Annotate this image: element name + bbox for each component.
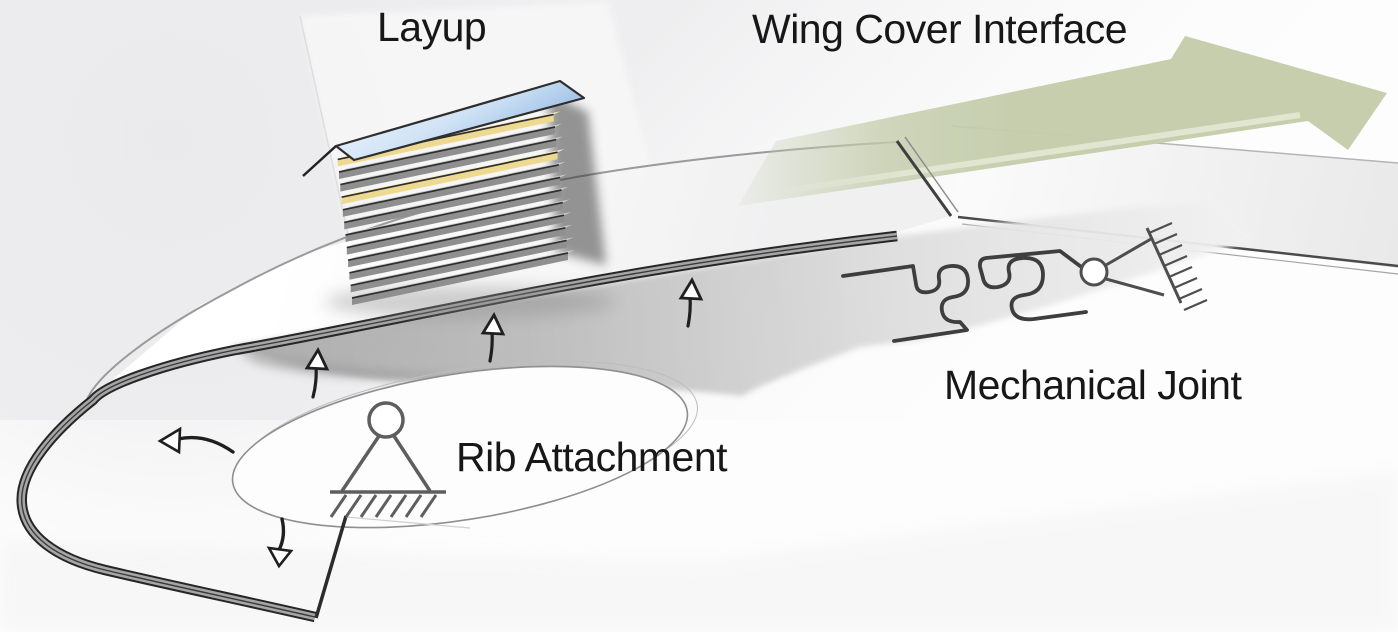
green-arrow-icon xyxy=(738,36,1387,206)
lower-skin-cut-edge xyxy=(314,515,348,619)
support-leg-right xyxy=(392,435,432,492)
labels: Layup Wing Cover Interface Mechanical Jo… xyxy=(377,4,1243,480)
layup-ply-gray xyxy=(338,126,556,173)
inner-skin-surface xyxy=(230,201,1255,396)
layup-ply-gray xyxy=(342,163,560,211)
puzzle-joint-right-piece xyxy=(977,249,1088,322)
layup-ply-gray xyxy=(340,138,557,186)
panel-seam xyxy=(895,136,959,217)
background-shading-bottom xyxy=(0,470,1398,632)
layup-ply-gray xyxy=(344,176,561,224)
layup-ply-yellow xyxy=(341,152,558,205)
support-wall-hatching xyxy=(1148,221,1208,312)
layup-ply-gray xyxy=(344,177,561,230)
layup-ply-gray xyxy=(347,214,565,262)
cover-panel-surface xyxy=(952,126,1398,268)
pinned-support-right xyxy=(1079,221,1208,312)
layup-plies xyxy=(337,111,575,305)
top-skin-surface xyxy=(88,141,951,401)
label-mechanical-joint: Mechanical Joint xyxy=(944,362,1242,408)
pinned-support-bottom xyxy=(329,401,446,518)
layup-ply-gray xyxy=(349,226,566,274)
layup-ply-gray xyxy=(349,227,566,280)
up-arrow-icon-3 xyxy=(678,277,704,328)
down-arrow-icon xyxy=(266,517,294,569)
layup-ply-gray xyxy=(345,190,562,242)
support-leg-left xyxy=(340,435,381,492)
layup-ply-gray xyxy=(339,127,555,179)
layup-ply-gray xyxy=(346,202,563,255)
layup-ply-gray xyxy=(345,189,562,236)
layup-ply-gray xyxy=(348,215,565,268)
up-arrow-icon-1 xyxy=(304,347,330,399)
laminate-band-midline xyxy=(21,235,898,618)
up-arrow-icon-2 xyxy=(480,312,506,363)
layup-ply-gray xyxy=(350,240,567,293)
label-wing-cover-interface: Wing Cover Interface xyxy=(752,6,1127,52)
label-rib-attachment: Rib Attachment xyxy=(456,434,728,480)
layup-ply-yellow xyxy=(341,151,558,199)
curved-left-arrow-icon xyxy=(157,426,235,455)
layup-ply-gray xyxy=(351,252,569,299)
load-arrows xyxy=(157,277,704,569)
leading-edge-band xyxy=(16,230,898,623)
seam-step-edge-light xyxy=(904,136,959,213)
label-layup: Layup xyxy=(377,4,486,50)
pin-circle-icon xyxy=(1079,257,1109,287)
inner-surface-wedge xyxy=(230,201,1255,396)
pin-circle-icon xyxy=(367,401,405,439)
green-arrow-highlight xyxy=(769,112,1301,196)
layup-ply-gray xyxy=(346,201,563,249)
layup-ply-gray xyxy=(350,239,567,287)
layup-stack xyxy=(302,79,615,318)
seam-step-edge-dark xyxy=(895,140,953,217)
layup-top-sheet-blue xyxy=(334,79,586,162)
layup-ply-yellow xyxy=(337,114,554,167)
support-ground-hatching xyxy=(329,494,438,518)
span-direction-arrow xyxy=(738,36,1387,206)
puzzle-joint xyxy=(841,249,1088,343)
inner-surface-dark-streak xyxy=(235,350,520,379)
puzzle-joint-left-piece xyxy=(841,264,970,343)
top-sheet-corner-edge xyxy=(302,145,337,177)
support-leg-upper xyxy=(1105,237,1152,267)
support-leg-lower xyxy=(1105,277,1165,297)
lower-skin-shading-line xyxy=(345,516,471,529)
layup-stack-ground-shadow xyxy=(325,286,615,318)
layup-ply-gray xyxy=(340,139,557,192)
layup-ply-gray xyxy=(342,164,559,217)
layup-ply-gray xyxy=(352,253,568,305)
